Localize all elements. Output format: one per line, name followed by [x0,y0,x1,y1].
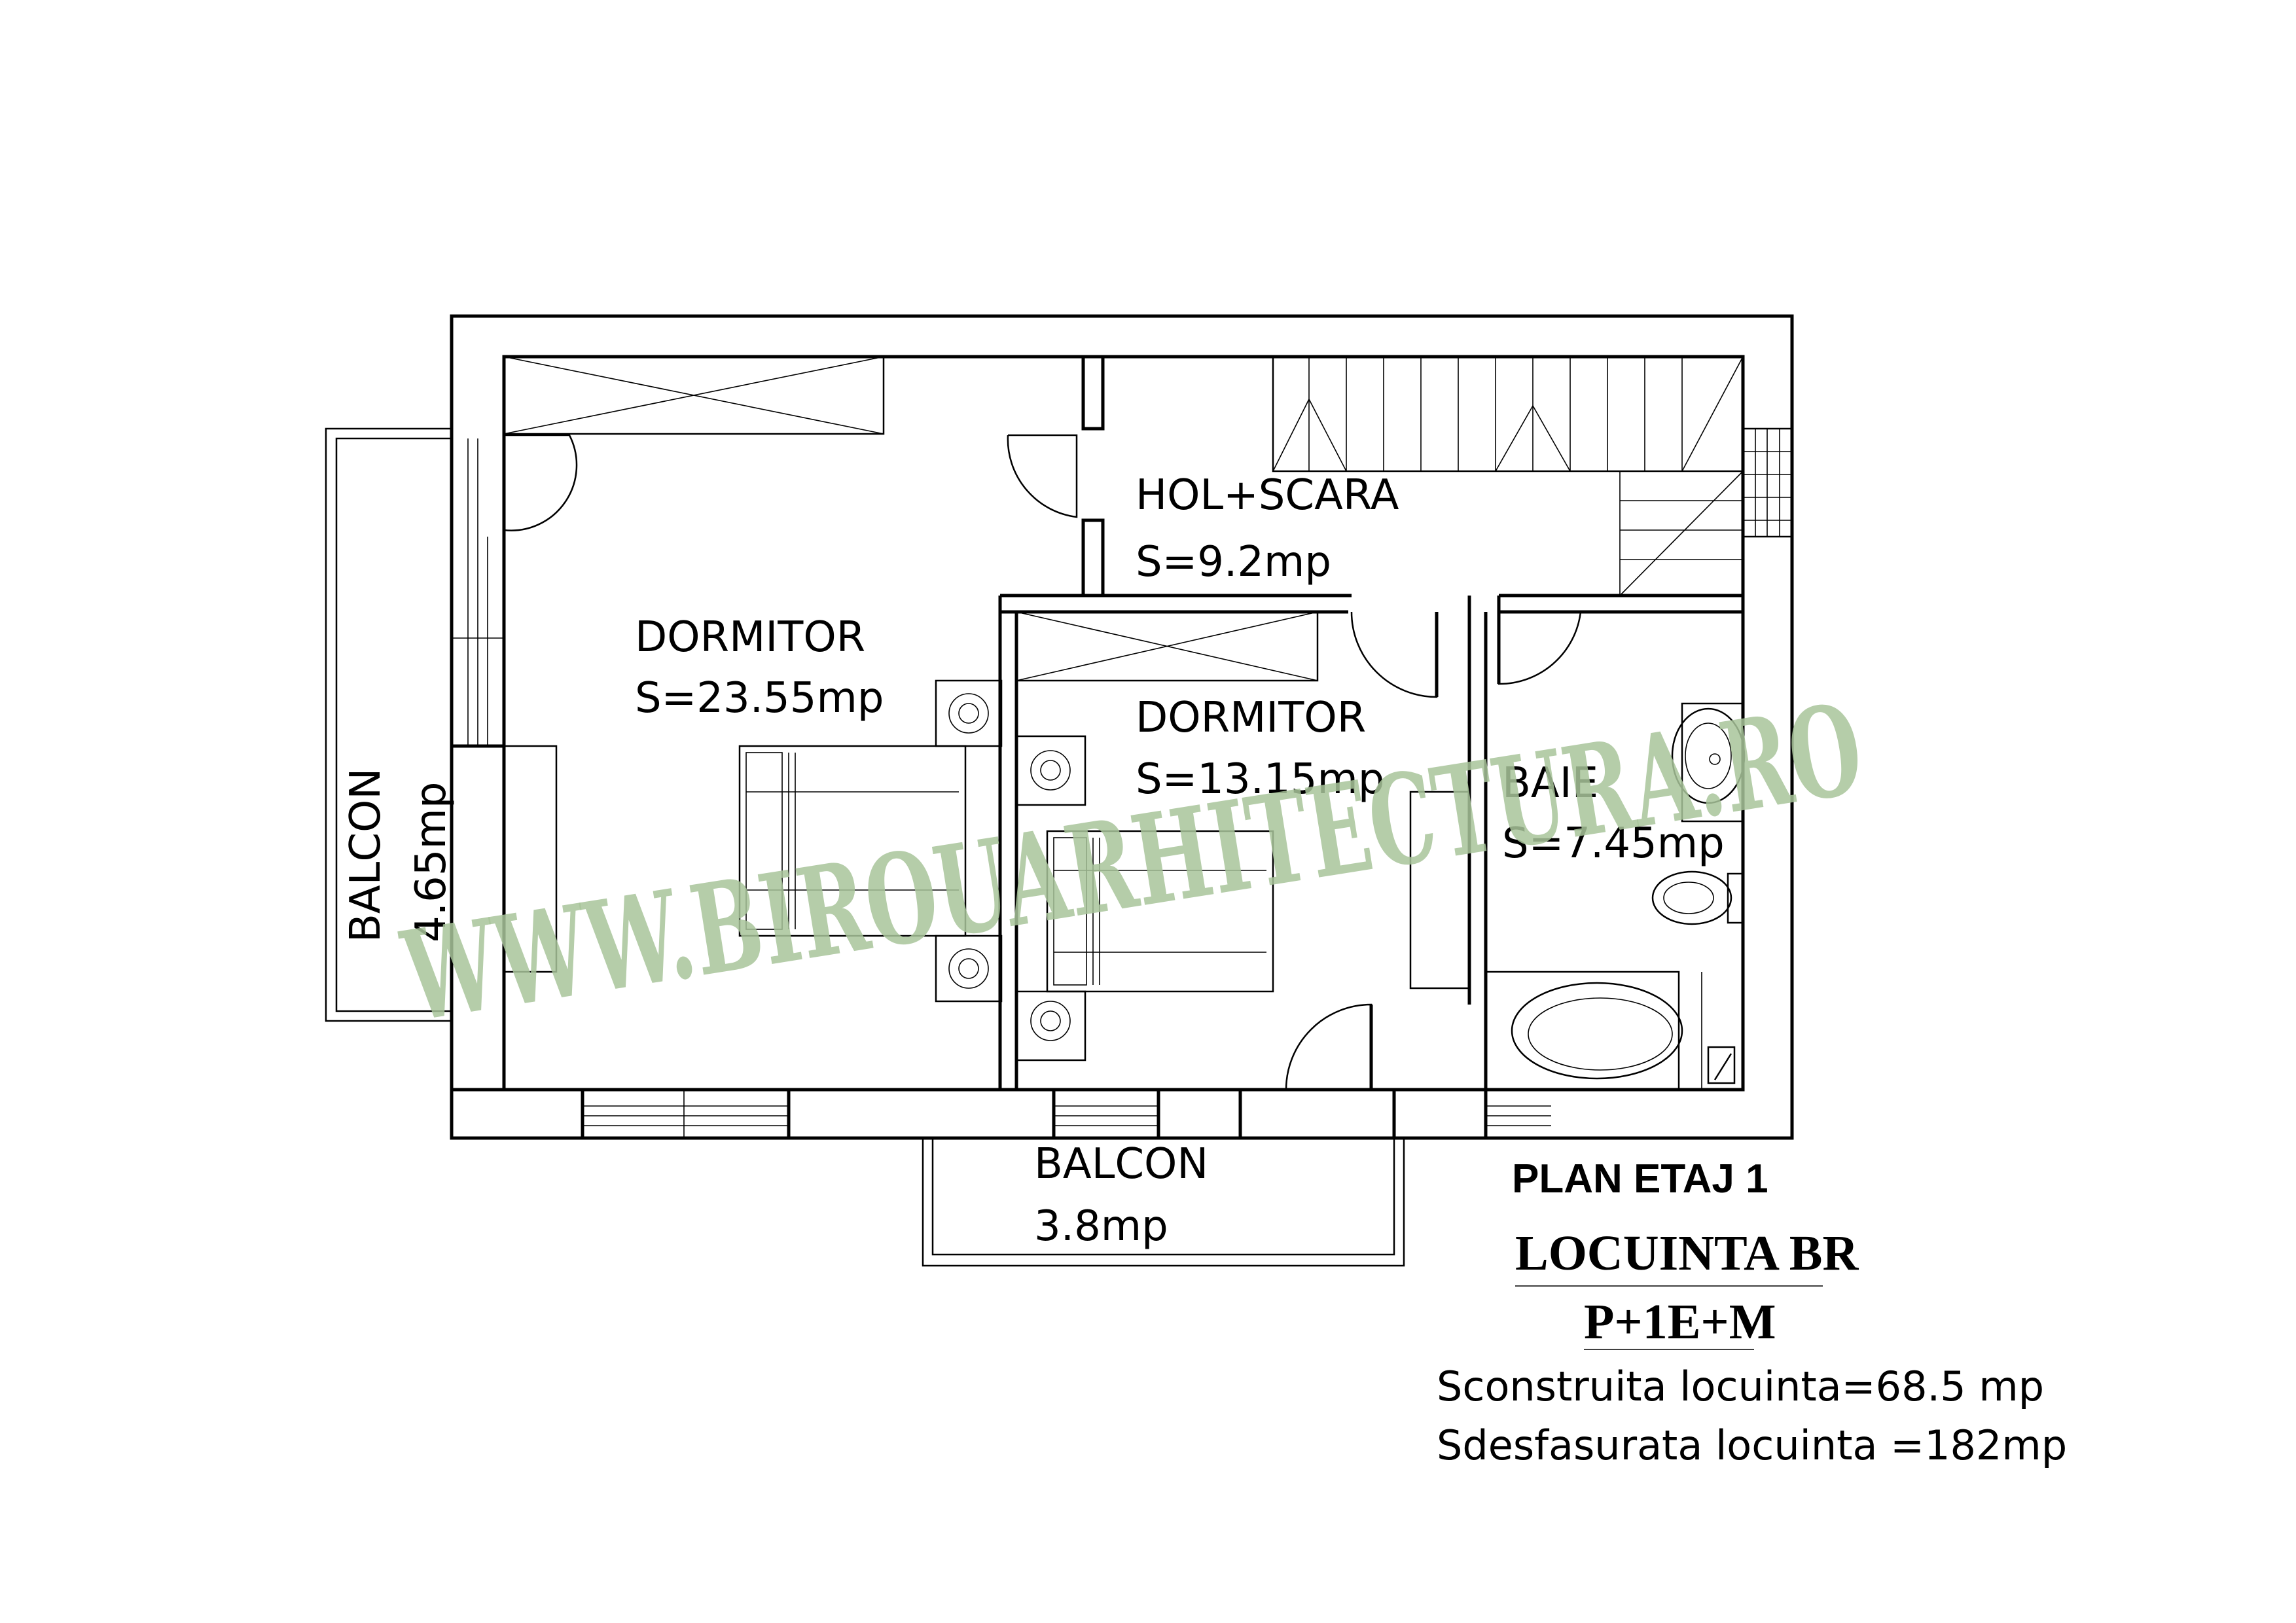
project-levels: P+1E+M [1584,1294,1776,1349]
room-name-dormitor-small: DORMITOR [1136,694,1366,742]
room-name-balcon-front: BALCON [1034,1140,1208,1188]
room-area-dormitor-small: S=13.15mp [1136,755,1384,804]
title-underlines [1515,1285,1823,1350]
room-area-hol-scara: S=9.2mp [1136,538,1331,586]
plan-title: PLAN ETAJ 1 [1512,1156,1768,1202]
windows [450,427,1793,1140]
door-swings [503,434,1582,1090]
staircase [1272,355,1744,596]
bed-large [738,679,1003,1003]
room-name-balcon-side: BALCON [342,768,390,942]
room-area-baie: S=7.45mp [1502,819,1725,868]
room-area-balcon-side: 4.65mp [407,782,456,942]
side-balcony [325,427,453,1022]
room-name-dormitor-large: DORMITOR [635,613,865,662]
stair-window-grid [1742,427,1793,538]
room-area-dormitor-large: S=23.55mp [635,674,884,722]
bathroom-fixtures [1484,702,1746,1091]
developed-area: Sdesfasurata locuinta =182mp [1437,1421,2067,1469]
project-name: LOCUINTA BR [1515,1226,1859,1281]
built-area: Sconstruita locuinta=68.5 mp [1437,1363,2044,1410]
room-name-baie: BAIE [1502,759,1598,808]
wardrobes [503,355,1471,990]
bed-small [1015,735,1274,1061]
room-name-hol-scara: HOL+SCARA [1136,471,1399,520]
room-area-balcon-front: 3.8mp [1034,1202,1168,1251]
